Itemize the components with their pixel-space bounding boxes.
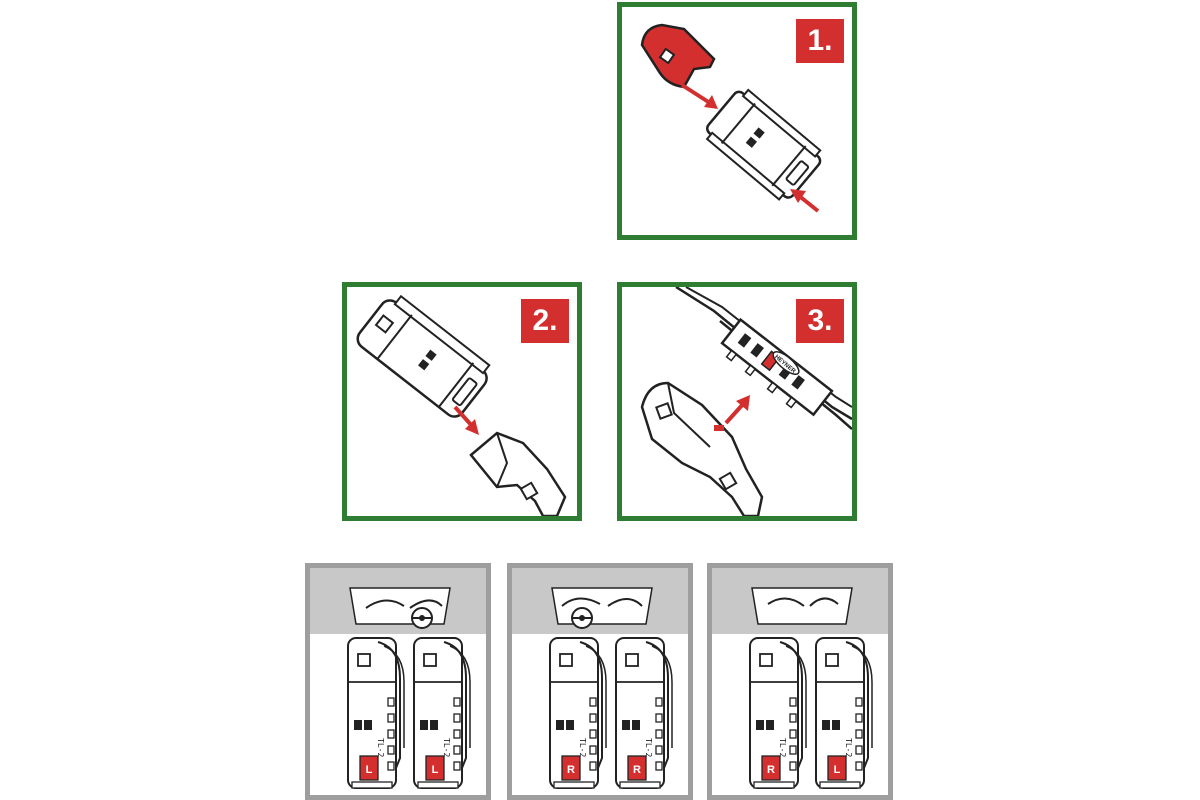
adapter-illustration: TL-2L xyxy=(815,637,873,789)
side-tag-label: R xyxy=(633,764,641,776)
step-3-illustration: HEYNER xyxy=(640,287,852,516)
insert-arrow-icon xyxy=(453,405,479,435)
adapter-illustration xyxy=(356,294,491,418)
step-1-illustration xyxy=(640,23,822,213)
step-2-panel: 2. xyxy=(342,282,582,521)
side-tag-badge xyxy=(827,755,847,781)
wiper-sweep-right-icon xyxy=(409,599,443,609)
red-cap-illustration xyxy=(640,23,716,89)
adapter-illustration xyxy=(705,88,822,201)
windshield-icon xyxy=(349,587,451,625)
step-2-illustration xyxy=(356,294,567,516)
variant-illustration: TL-2L TL-2L xyxy=(310,568,486,789)
variant-illustration: TL-2R TL-2L xyxy=(712,568,888,789)
step-3-panel: 3. HEYNER xyxy=(617,282,857,521)
adapter-illustration: TL-2R xyxy=(549,637,607,789)
side-tag-badge xyxy=(359,755,379,781)
side-tag-label: R xyxy=(567,764,575,776)
step-2-badge: 2. xyxy=(521,299,569,343)
adapter-code-text: TL-2 xyxy=(778,738,787,757)
side-tag-label: R xyxy=(767,764,775,776)
wiper-sweep-right-icon xyxy=(809,597,839,607)
steering-wheel-icon xyxy=(411,607,433,629)
steering-wheel-icon xyxy=(571,607,593,629)
wiper-sweep-left-icon xyxy=(767,597,805,607)
adapter-code-text: TL-2 xyxy=(844,738,853,757)
side-tag-badge xyxy=(627,755,647,781)
wiper-sweep-right-icon xyxy=(607,598,643,607)
windshield-icon xyxy=(551,587,653,625)
wiper-blade-illustration: HEYNER xyxy=(675,287,852,430)
adapter-code-text: TL-2 xyxy=(644,738,653,757)
wiper-sweep-left-icon xyxy=(561,597,601,607)
step-1-badge: 1. xyxy=(796,19,844,63)
wiper-arm-illustration xyxy=(640,381,764,516)
side-tag-badge xyxy=(425,755,445,781)
variant-illustration: TL-2R TL-2R xyxy=(512,568,688,789)
side-tag-label: L xyxy=(432,764,439,776)
step-1-panel: 1. xyxy=(617,2,857,240)
side-tag-label: L xyxy=(366,764,373,776)
lift-arrow-icon xyxy=(724,395,750,425)
side-tag-badge xyxy=(761,755,781,781)
step-3-badge: 3. xyxy=(796,299,844,343)
windshield-icon xyxy=(751,587,853,625)
adapter-illustration: TL-2R xyxy=(615,637,673,789)
wiper-arm-illustration xyxy=(469,431,567,516)
side-tag-badge xyxy=(561,755,581,781)
adapter-code-text: TL-2 xyxy=(376,738,385,757)
insert-arrow-icon xyxy=(680,83,718,109)
side-tag-label: L xyxy=(834,764,841,776)
adapter-illustration: TL-2R xyxy=(749,637,807,789)
adapter-illustration: TL-2L xyxy=(413,637,471,789)
push-arrow-icon xyxy=(790,189,820,213)
adapter-code-text: TL-2 xyxy=(442,738,451,757)
adapter-code-text: TL-2 xyxy=(578,738,587,757)
wiper-sweep-left-icon xyxy=(365,599,405,609)
adapter-illustration: TL-2L xyxy=(347,637,405,789)
